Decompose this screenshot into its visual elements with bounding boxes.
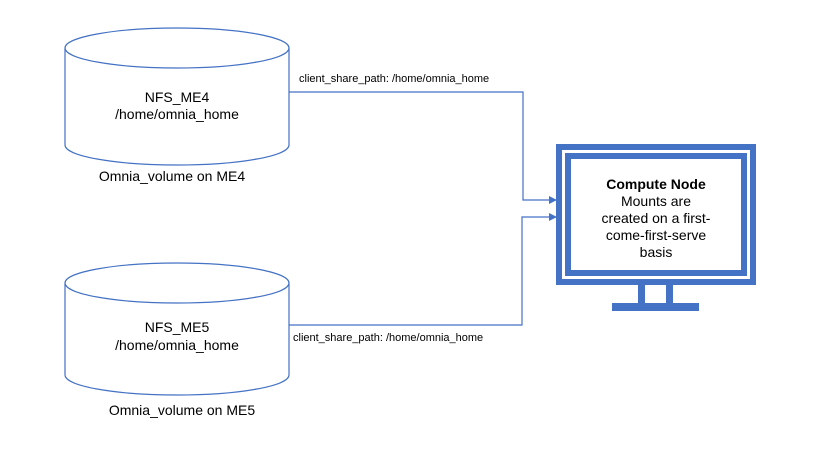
monitor-outer-frame: [556, 144, 756, 285]
compute-node-line-4: basis: [640, 244, 673, 260]
connector-me5-label: client_share_path: /home/omnia_home: [293, 332, 483, 344]
cylinder-me5-name: NFS_ME5: [145, 319, 210, 335]
cylinder-me4-path: /home/omnia_home: [115, 106, 239, 122]
caption-me4: Omnia_volume on ME4: [99, 168, 246, 184]
cylinder-nfs-me5: NFS_ME5 /home/omnia_home: [64, 262, 290, 396]
monitor-base: [612, 303, 699, 311]
cylinder-me4-body: [64, 48, 290, 166]
cylinder-me4-top: [64, 27, 290, 69]
cylinder-me4-name: NFS_ME4: [145, 89, 210, 105]
compute-node-line-2: created on a first-: [602, 210, 711, 226]
connector-me4-label: client_share_path: /home/omnia_home: [299, 73, 489, 85]
cylinder-nfs-me4: NFS_ME4 /home/omnia_home: [64, 27, 290, 166]
monitor-stand-left: [638, 282, 645, 304]
compute-node-line-1: Mounts are: [621, 193, 691, 209]
compute-node-title: Compute Node: [606, 176, 706, 192]
cylinder-me5-body: [64, 283, 290, 396]
compute-node-line-3: come-first-serve: [606, 227, 707, 243]
monitor-inner-frame: [565, 153, 747, 276]
cylinder-me5-top: [64, 262, 290, 304]
caption-me5: Omnia_volume on ME5: [109, 402, 256, 418]
connector-me5-to-compute: [289, 213, 557, 326]
monitor-stand-right: [666, 282, 673, 304]
compute-node-monitor: Compute Node Mounts are created on a fir…: [556, 144, 756, 311]
cylinder-me5-path: /home/omnia_home: [115, 337, 239, 353]
connector-me4-to-compute: [289, 91, 557, 204]
